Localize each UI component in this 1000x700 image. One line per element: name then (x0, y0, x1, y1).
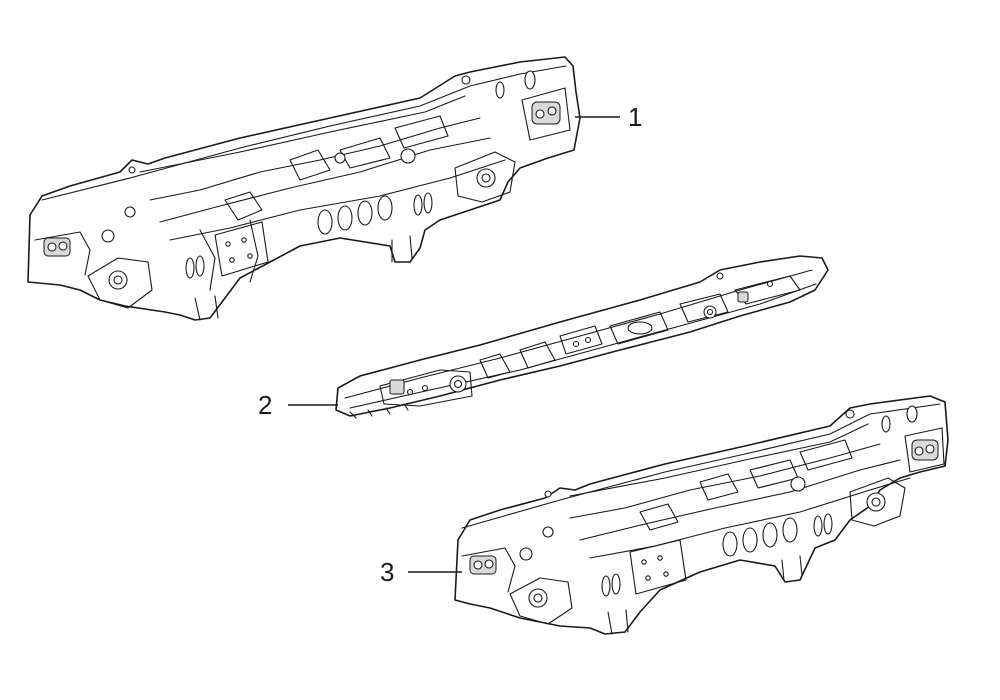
callout-2: 2 (258, 390, 338, 420)
part-1-outline (27, 56, 581, 321)
part-3-floor-pan-assembly (454, 395, 949, 635)
part-2-crossmember (335, 255, 829, 419)
callout-2-number: 2 (258, 390, 272, 420)
callout-1: 1 (575, 102, 642, 132)
callout-3-number: 3 (380, 557, 394, 587)
callout-3: 3 (380, 557, 462, 587)
part-1-floor-pan-assembly (27, 56, 581, 321)
callout-1-number: 1 (628, 102, 642, 132)
